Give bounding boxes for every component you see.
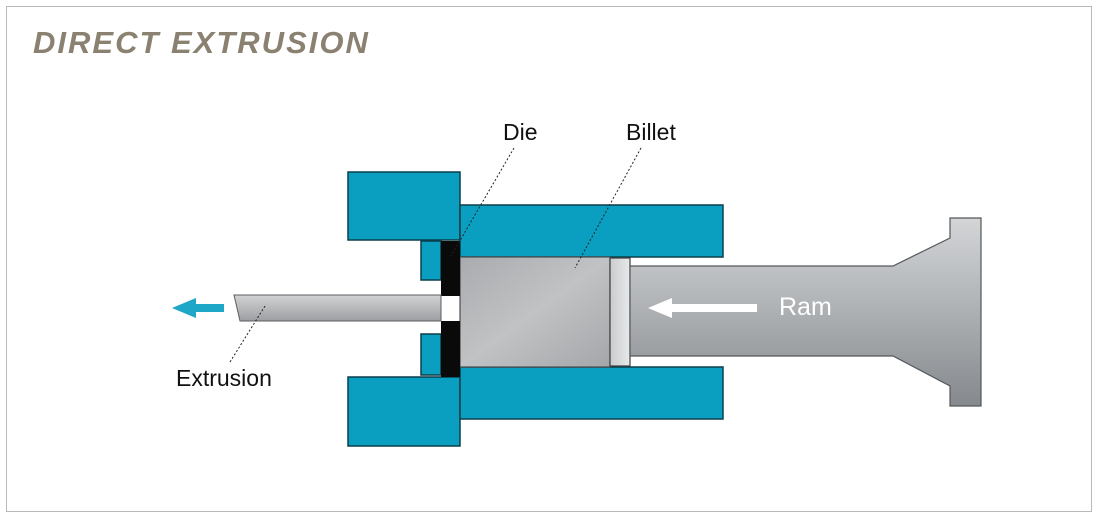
ram xyxy=(629,217,982,407)
ram-label: Ram xyxy=(779,293,832,321)
container-bottom-left-block xyxy=(347,376,461,447)
container xyxy=(347,171,724,447)
container-top-left-block xyxy=(347,171,461,241)
container-top-liner xyxy=(459,204,724,258)
billet-leader-line xyxy=(574,147,642,269)
extrusion xyxy=(233,294,442,322)
extrusion-label: Extrusion xyxy=(176,365,272,391)
diagram-title: DIRECT EXTRUSION xyxy=(33,25,370,60)
billet xyxy=(459,256,611,368)
extrusion-direction-arrow xyxy=(172,298,224,318)
die-label: Die xyxy=(503,119,538,145)
billet-label: Billet xyxy=(626,119,676,145)
die-holder-bottom xyxy=(420,333,442,376)
dummy-block xyxy=(609,257,631,367)
container-bottom-liner xyxy=(459,366,724,420)
ram-direction-arrow xyxy=(648,298,757,318)
die-holder-top xyxy=(420,240,442,281)
die-bottom xyxy=(441,321,460,377)
die-leader-line xyxy=(450,147,515,257)
die xyxy=(441,241,460,377)
extrusion-leader-line xyxy=(229,305,266,363)
die-top xyxy=(441,241,460,296)
